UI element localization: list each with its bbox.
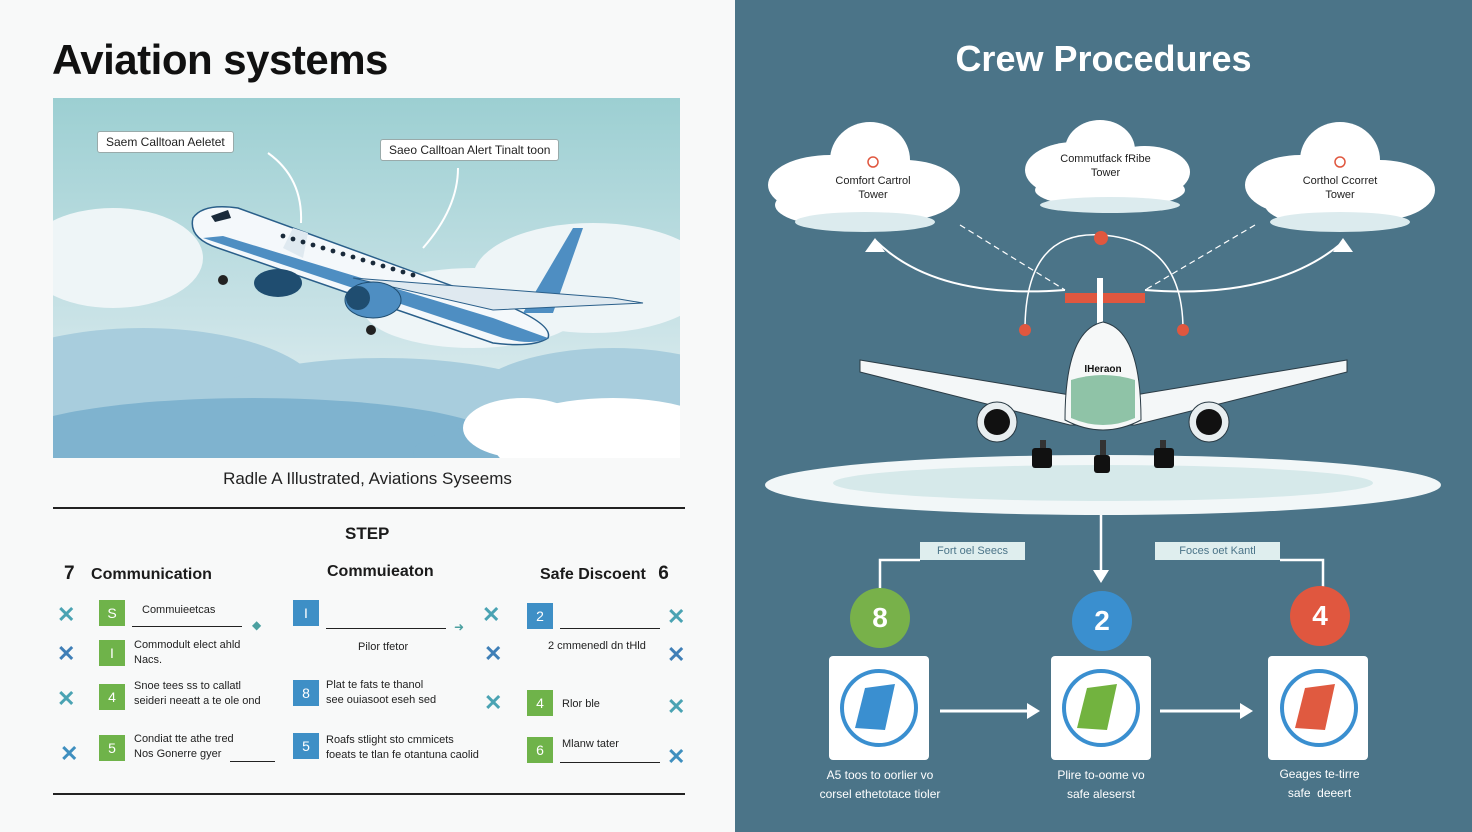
cloud-label-middle: Commutfack fRibe Tower [1060,153,1151,179]
x-mark-icon: ✕ [667,642,686,667]
procedure-card-2[interactable] [1051,656,1151,760]
illustration-caption: Radle A Illustrated, Aviations Syseems [223,469,512,488]
page-title: Aviation systems [52,36,388,83]
step-circle-2: 2 [1072,591,1132,651]
row-text: Condiat tte athe tred Nos Gonerre gyer [134,733,234,760]
card-caption-1: A5 toos to oorlier vo corsel ethetotace … [819,768,941,801]
left-panel: Aviation systems [0,0,735,832]
column-heading-commuieaton: Commuieaton [327,563,434,581]
callout-text-2: Saeo Calltoan Alert Tinalt toon [389,143,551,157]
column-number: 7 [64,563,75,584]
x-mark-icon: ✕ [667,744,686,769]
step-badge: 4 [527,690,553,716]
card-caption-2: Plire to-oome vo safe aleserst [1057,768,1145,801]
airplane-illustration: Saem Calltoan Aeletet Saeo Calltoan Aler… [53,98,680,458]
procedure-card-3[interactable] [1268,656,1368,760]
airplane-scene [53,98,680,458]
step-badge: 4 [99,684,125,710]
row-text: Rlor ble [562,698,600,710]
tag-left: Fort oel Seecs [920,542,1025,560]
right-panel: Crew Procedures [735,0,1472,832]
column-number: 6 [658,563,669,584]
x-mark-icon: ✕ [482,602,501,627]
divider-bottom [53,793,685,795]
step-badge: 5 [99,735,125,761]
underline [326,628,446,629]
column-label: Safe Discoent [540,566,646,583]
divider-top [53,507,685,509]
plane-label: IHeraon [1084,364,1122,375]
row-text: Plat te fats te thanol see ouiasoot eseh… [326,679,437,706]
step-circle-3: 4 [1290,586,1350,646]
step-badge: S [99,600,125,626]
row-text: Commuieetcas [142,604,216,616]
underline [230,761,275,762]
column-label: Commuieaton [327,563,434,580]
step-badge: 5 [293,733,319,759]
underline [132,626,242,627]
callout-label-2: Saeo Calltoan Alert Tinalt toon [380,139,560,161]
arrow-right-icon: ◆ [252,618,262,632]
step-badge: 2 [527,603,553,629]
callout-text-1: Saem Calltoan Aeletet [106,135,225,149]
card-icon-2 [1062,669,1140,747]
row-text: Roafs stlight sto cmmicets foeats te tla… [326,734,479,761]
arrow-right-icon: ➜ [454,620,465,634]
x-mark-icon: ✕ [484,690,503,715]
step-badge: 8 [293,680,319,706]
callout-label-1: Saem Calltoan Aeletet [97,131,234,153]
card-icon-1 [840,669,918,747]
airplane-icon [191,206,644,346]
underline [560,628,660,629]
section-title: Crew Procedures [955,38,1252,79]
x-mark-icon: ✕ [484,641,503,666]
procedure-card-1[interactable] [829,656,929,760]
crew-procedures-diagram [765,120,1441,760]
step-badge: 6 [527,737,553,763]
x-mark-icon: ✕ [57,686,76,711]
step-circle-1: 8 [850,588,910,648]
x-mark-icon: ✕ [60,741,79,766]
step-title: STEP [345,524,390,543]
card-icon-3 [1280,669,1358,747]
row-text: Snoe tees ss to callatl seideri neeatt a… [134,680,261,707]
x-mark-icon: ✕ [667,694,686,719]
airplane-front-icon [859,278,1348,473]
row-text: 2 cmmenedl dn tHld [548,640,646,652]
x-mark-icon: ✕ [57,641,76,666]
column-heading-communication: 7 Communication [64,563,212,585]
row-text: Pilor tfetor [358,641,409,653]
column-heading-safe-discoent: Safe Discoent 6 [540,563,669,585]
underline [560,762,660,763]
cloud-label-right: Corthol Ccorret Tower [1302,175,1378,201]
card-caption-3: Geages te-tirre safe deeert [1279,767,1360,800]
row-text: Mlanw tater [562,738,619,750]
tag-right: Foces oet Kantl [1155,542,1280,560]
x-mark-icon: ✕ [667,604,686,629]
step-badge: I [99,640,125,666]
x-mark-icon: ✕ [57,602,76,627]
step-badge: I [293,600,319,626]
column-label: Communication [91,566,212,583]
cloud-label-left: Comfort Cartrol Tower [835,175,911,201]
row-text: Commodult elect ahld Nacs. [134,639,241,666]
